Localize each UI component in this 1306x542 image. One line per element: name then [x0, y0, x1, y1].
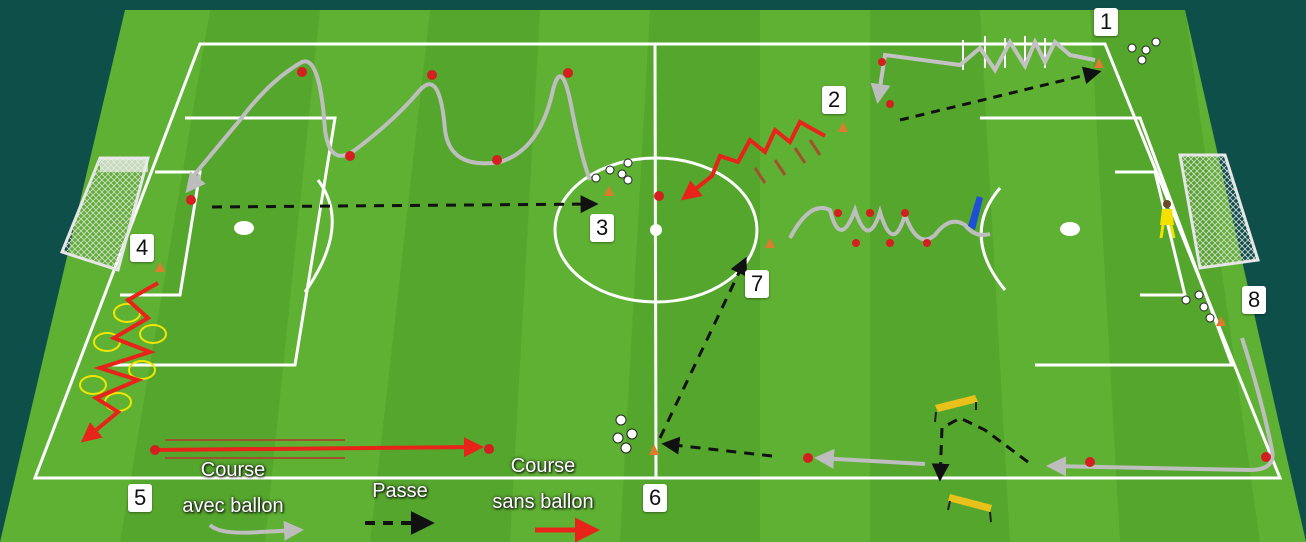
cone-icon [150, 445, 160, 455]
cone-icon [155, 262, 165, 272]
dribble-path [870, 37, 1096, 104]
hurdle-icon [934, 395, 978, 423]
legend-run-label: Course sans ballon [478, 453, 608, 515]
dribble-path [814, 448, 926, 469]
goalkeeper-icon [1159, 200, 1176, 239]
penalty-spot-left [234, 221, 254, 235]
legend-dribble-arrow [208, 520, 304, 541]
cone-icon [886, 100, 894, 108]
dribble-path [1046, 337, 1275, 477]
station-label: 6 [643, 484, 668, 512]
station-label: 8 [1242, 286, 1267, 314]
goal-icon [1178, 153, 1260, 270]
field-lines [32, 42, 1283, 480]
run-arrow [680, 119, 826, 201]
cone-icon [834, 209, 931, 247]
center-spot [650, 224, 662, 236]
run-arrow [80, 281, 159, 443]
cone-icon [1094, 58, 1104, 68]
ladder [165, 439, 345, 459]
pass-arrow [899, 66, 1102, 122]
run-arrow [151, 437, 484, 458]
pass-arrow [658, 256, 747, 439]
station-label: 5 [128, 484, 153, 512]
cone-icon [838, 122, 848, 132]
cone-icon [1216, 316, 1226, 326]
legend-dribble-label: Course avec ballon [168, 457, 298, 519]
ladder [753, 139, 822, 184]
pass-arrow [211, 195, 599, 214]
cone-icon [803, 453, 813, 463]
station-label: 1 [1094, 8, 1119, 36]
mannequin-icon [968, 196, 983, 230]
cone-icon [604, 186, 614, 196]
hurdle-icon [947, 494, 992, 523]
soccer-ball-icon [1181, 290, 1215, 323]
cone-icon [649, 444, 659, 455]
soccer-ball-icon [1127, 37, 1161, 65]
cone-icon [1261, 452, 1271, 462]
station-label: 4 [130, 234, 155, 262]
cone-icon [186, 67, 664, 205]
legend-dribble-line2: avec ballon [182, 495, 284, 517]
dribble-path [788, 203, 991, 242]
legend-dribble-line1: Course [200, 459, 266, 481]
goal-icon [60, 156, 150, 272]
cone-icon [765, 238, 775, 248]
station-label: 7 [745, 270, 770, 298]
soccer-ball-icon [591, 158, 633, 185]
legend-pass-label: Passe [372, 480, 428, 502]
dribble-start-arrow [185, 171, 206, 194]
dribble-path [188, 59, 592, 182]
pass-arrow [931, 416, 1029, 482]
station-label: 2 [822, 86, 847, 114]
station-label: 3 [590, 214, 615, 242]
penalty-spot-right [1060, 222, 1080, 236]
cone-icon [484, 444, 494, 454]
cone-icon [1085, 457, 1095, 467]
legend-run-line2: sans ballon [492, 491, 594, 513]
soccer-ball-icon [612, 414, 638, 454]
cone-icon [878, 58, 886, 66]
legend-run-line1: Course [510, 455, 576, 477]
